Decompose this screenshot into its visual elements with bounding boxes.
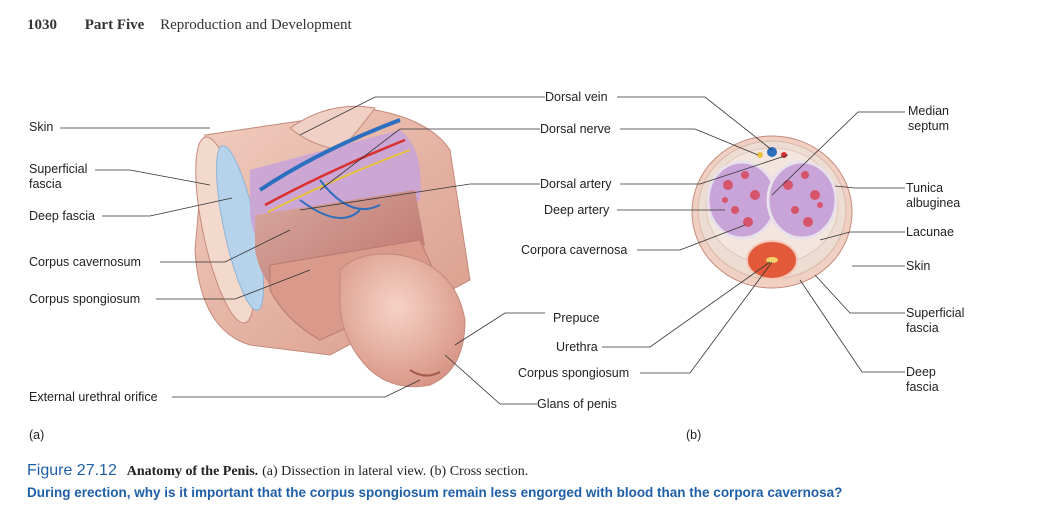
label-glans-of-penis: Glans of penis	[537, 397, 617, 411]
figure-title: Anatomy of the Penis.	[126, 464, 259, 479]
label-dorsal-nerve: Dorsal nerve	[540, 122, 611, 136]
lateral-dissection-illustration	[194, 105, 471, 388]
figure-caption: Figure 27.12 Anatomy of the Penis. (a) D…	[27, 462, 528, 480]
label-corpus-cavernosum: Corpus cavernosum	[29, 255, 141, 269]
label-dorsal-vein: Dorsal vein	[545, 90, 608, 104]
label-external-urethral-orifice: External urethral orifice	[29, 390, 158, 404]
label-lacunae: Lacunae	[906, 225, 954, 239]
label-urethra: Urethra	[556, 340, 598, 354]
figure-description: (a) Dissection in lateral view. (b) Cros…	[262, 464, 529, 479]
label-corpus-spongiosum-center: Corpus spongiosum	[518, 366, 630, 380]
cross-section-illustration	[691, 135, 853, 289]
label-deep-artery: Deep artery	[544, 203, 610, 217]
panel-a-sublabel: (a)	[29, 428, 45, 442]
page-header: 1030 Part Five Reproduction and Developm…	[27, 17, 352, 34]
label-superficial-fascia-b: Superficial fascia	[906, 306, 965, 335]
page-number: 1030	[27, 17, 57, 33]
leader-lines	[60, 96, 905, 405]
panel-b-sublabel: (b)	[686, 428, 702, 442]
label-dorsal-artery: Dorsal artery	[540, 177, 612, 191]
figure-number: Figure 27.12	[27, 462, 117, 479]
label-corpus-spongiosum-a: Corpus spongiosum	[29, 292, 141, 306]
label-deep-fascia-b: Deep fascia	[906, 365, 939, 394]
anatomy-figure	[60, 96, 905, 405]
label-median-septum: Median septum	[908, 104, 949, 133]
label-skin-b: Skin	[906, 259, 931, 273]
label-deep-fascia-a: Deep fascia	[29, 209, 96, 223]
figure-question: During erection, why is it important tha…	[27, 485, 843, 500]
part-title: Reproduction and Development	[160, 17, 352, 33]
part-label: Part Five	[84, 17, 145, 33]
label-skin-a: Skin	[29, 120, 54, 134]
label-superficial-fascia-a: Superficial fascia	[29, 162, 88, 191]
label-prepuce: Prepuce	[553, 311, 600, 325]
label-corpora-cavernosa: Corpora cavernosa	[521, 243, 628, 257]
label-tunica-albuginea: Tunica albuginea	[906, 181, 961, 210]
